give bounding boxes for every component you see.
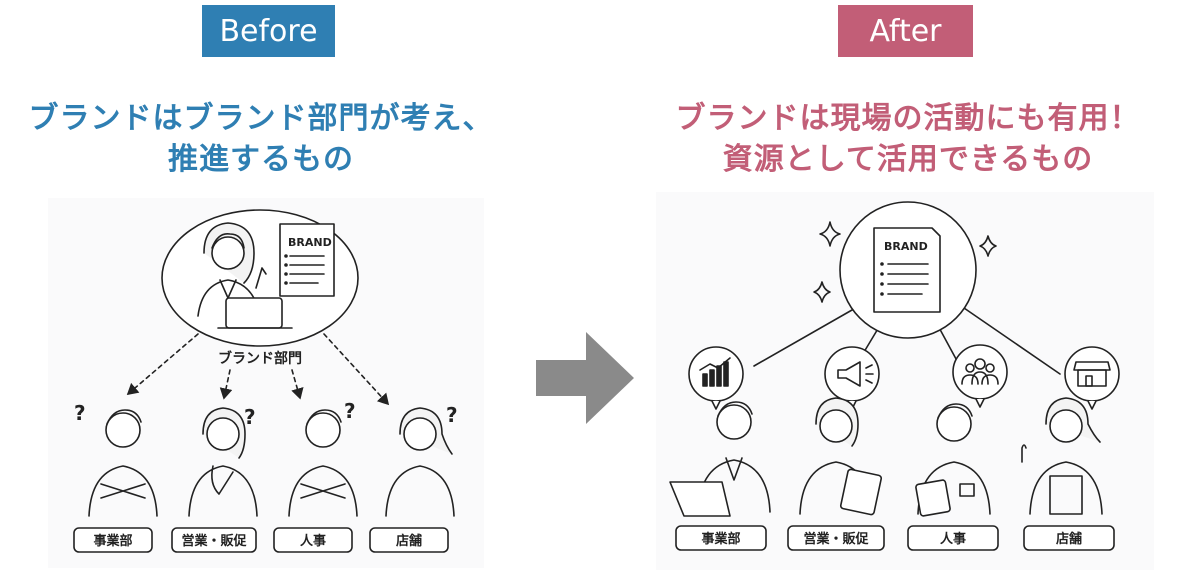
before-to-after-arrow [536,332,634,424]
before-dept-box-4 [369,527,449,553]
team-bubble [952,344,1008,408]
arrow-to-jigyobu [126,333,199,396]
question-mark-icon: ? [74,401,86,425]
sparkle-icon [979,235,997,257]
before-headline-line-2: 推進するもの [168,142,354,177]
after-headline-line-2: 資源として活用できるもの [722,142,1094,177]
after-badge: After [838,5,973,57]
before-illustration: BRAND ブランド部門 ? ? ? ? [48,198,484,568]
after-person-1-laptop [669,401,771,517]
connection-line [963,307,1061,375]
confused-person-1 [88,409,158,517]
after-dept-label-2: 営業・販促 [803,531,869,547]
question-mark-icon: ? [244,405,256,429]
before-dept-box-2 [171,527,257,553]
arrow-to-tenpo [323,333,390,406]
after-dept-label-4: 店舗 [1056,531,1082,547]
after-dept-box-3 [907,525,999,551]
before-headline-line-1: ブランドはブランド部門が考え、 [28,101,494,136]
after-person-3-tablet [915,403,991,517]
after-headline: ブランドは現場の活動にも有用！ 資源として活用できるもの [628,98,1188,180]
brand-document-icon [279,223,335,297]
before-headline: ブランドはブランド部門が考え、 推進するもの [5,98,517,180]
after-dept-box-2 [787,525,885,551]
before-dept-label-3: 人事 [300,533,326,549]
before-badge: Before [202,5,335,57]
bar-chart-icon [699,357,731,387]
arrow-to-eigyo [219,369,233,400]
after-dept-label-1: 事業部 [701,531,740,547]
after-illustration: BRAND 事業部 営業・販促 人事 店舗 [656,192,1154,570]
after-person-2-tablet [799,397,883,516]
after-dept-label-3: 人事 [940,531,966,547]
connection-line [753,309,853,367]
chart-bubble [688,346,744,410]
after-dept-box-1 [675,525,767,551]
after-document-label: BRAND [884,240,928,253]
after-headline-line-1: ブランドは現場の活動にも有用！ [675,101,1141,136]
sparkle-icon [813,281,831,303]
sparkle-icon [819,221,841,247]
before-dept-box-1 [73,527,153,553]
before-diagram: BRAND ブランド部門 ? ? ? ? [73,209,458,553]
before-document-label: BRAND [288,236,332,249]
question-mark-icon: ? [344,399,356,423]
confused-person-3 [288,409,358,517]
arrow-to-jinji [291,369,304,400]
store-icon [1073,361,1111,387]
brand-document-icon [873,227,941,313]
question-mark-icon: ? [446,403,458,427]
before-dept-label-2: 営業・販促 [181,533,247,549]
confused-person-2 [188,407,258,517]
before-dept-label-1: 事業部 [93,533,132,549]
store-bubble [1064,346,1120,410]
brand-staff-person-icon [197,222,293,329]
after-diagram: BRAND 事業部 営業・販促 人事 店舗 [669,201,1120,551]
before-dept-box-3 [273,527,353,553]
confused-person-4 [385,407,455,517]
group-icon [961,358,999,385]
before-dept-label-4: 店舗 [396,533,422,549]
after-dept-box-4 [1023,525,1115,551]
megaphone-icon [837,361,874,387]
after-person-4-shop [1021,397,1103,515]
brand-department-label: ブランド部門 [218,350,302,367]
